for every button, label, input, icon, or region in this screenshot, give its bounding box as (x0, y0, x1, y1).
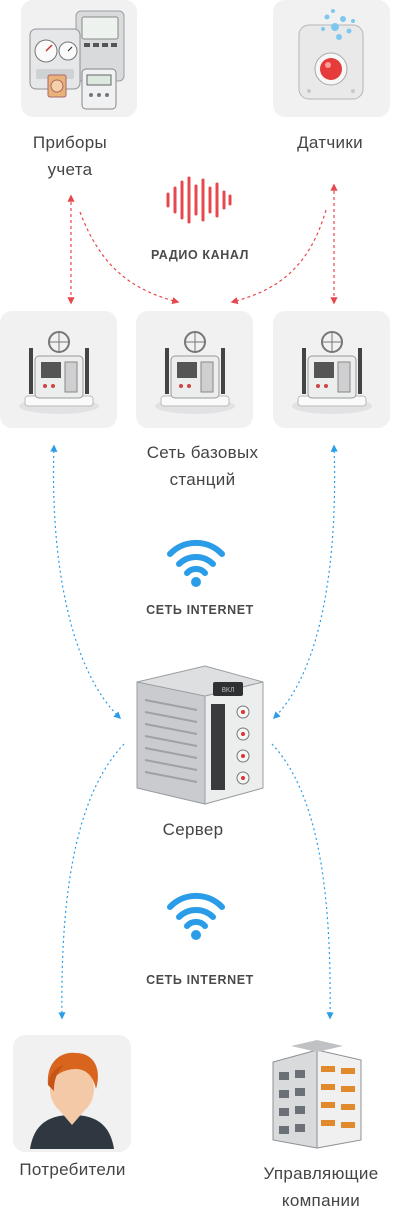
wifi-icon (167, 892, 225, 940)
consumers-label: Потребители (19, 1160, 126, 1179)
sound-wave-icon (166, 176, 232, 224)
internet-top-label: СЕТЬ INTERNET (146, 603, 254, 617)
management-label-line2: компании (281, 1191, 361, 1210)
meters-label: Приборы учета (10, 129, 130, 183)
server-image: ВКЛ (122, 658, 272, 808)
meters-label-line2: учета (47, 160, 93, 179)
meters-image (21, 0, 137, 117)
meters-label-line1: Приборы (32, 133, 108, 152)
server-panel-text: ВКЛ (222, 687, 235, 695)
radio-link-sensors-center (230, 209, 327, 305)
base-station-left-image (0, 311, 117, 428)
base-station-center-image (136, 311, 253, 428)
internet-link-server-management (271, 743, 334, 1020)
internet-link-right-server (272, 444, 338, 720)
wifi-icon (167, 539, 225, 587)
management-label: Управляющие компании (236, 1160, 406, 1214)
sensors-label: Датчики (297, 133, 363, 152)
internet-bottom-label: СЕТЬ INTERNET (146, 973, 254, 987)
internet-link-server-consumers (58, 743, 125, 1020)
base-stations-label: Сеть базовых станций (115, 439, 290, 493)
management-building-image (256, 1030, 376, 1154)
base-stations-label-line2: станций (169, 470, 236, 489)
sensors-image (273, 0, 390, 117)
radio-channel-label: РАДИО КАНАЛ (150, 248, 250, 262)
radio-link-meters-center (79, 211, 180, 305)
consumer-avatar (13, 1035, 131, 1152)
base-station-right-image (273, 311, 390, 428)
server-label: Сервер (162, 820, 224, 839)
management-label-line1: Управляющие (263, 1164, 379, 1183)
base-stations-label-line1: Сеть базовых (146, 443, 259, 462)
internet-link-left-server (50, 444, 122, 719)
